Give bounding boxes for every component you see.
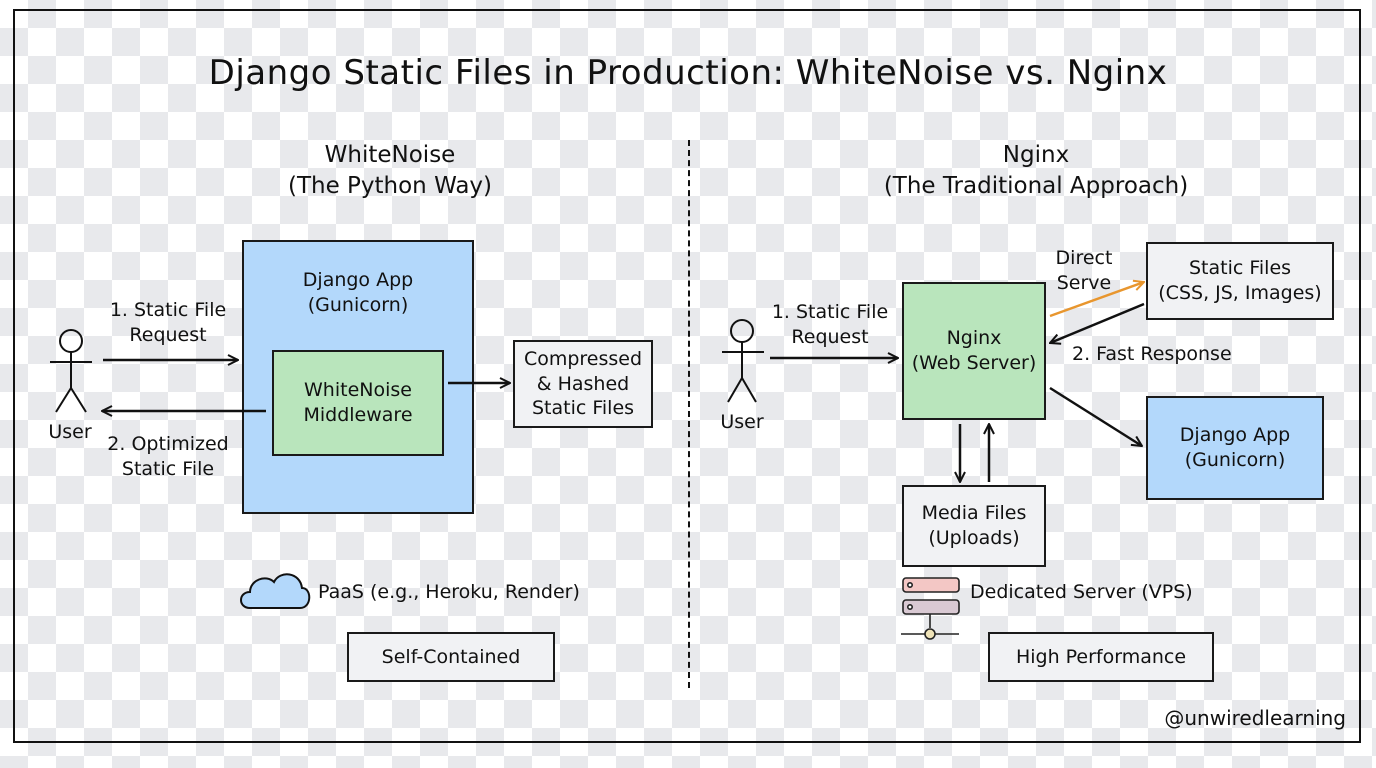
direct-serve-label: Direct Serve (1044, 246, 1124, 295)
right-user-label: User (720, 411, 764, 433)
left-response-label: 2. Optimized Static File (98, 432, 238, 481)
right-django-app-title: Django App (1179, 424, 1291, 447)
left-response-line2: Static File (121, 457, 215, 480)
left-user-label: User (48, 421, 92, 443)
middleware-title: WhiteNoise (304, 379, 412, 402)
left-heading-title: WhiteNoise (324, 142, 456, 168)
left-request-line1: 1. Static File (109, 299, 227, 321)
left-response-line1: 2. Optimized (107, 433, 229, 455)
paas-label: PaaS (e.g., Heroku, Render) (318, 581, 580, 603)
high-performance-text: High Performance (1015, 645, 1187, 668)
right-request-label: 1. Static File Request (760, 300, 900, 349)
right-django-app-subtitle: (Gunicorn) (1184, 449, 1286, 471)
direct-serve-line1: Direct (1055, 247, 1113, 269)
media-files-subtitle: (Uploads) (928, 527, 1020, 549)
media-files-title: Media Files (921, 502, 1027, 525)
nginx-web-server-box: Nginx (Web Server) (902, 282, 1046, 420)
right-request-line1: 1. Static File (771, 301, 889, 323)
right-heading-title: Nginx (1002, 142, 1070, 168)
fast-response-label: 2. Fast Response (1072, 343, 1232, 365)
compressed-static-files-box: Compressed & Hashed Static Files (513, 340, 653, 428)
nginx-title: Nginx (946, 327, 1002, 350)
diagram-title: Django Static Files in Production: White… (208, 53, 1168, 93)
left-heading-subtitle: (The Python Way) (287, 173, 493, 200)
vps-label: Dedicated Server (VPS) (970, 581, 1193, 603)
section-divider (688, 140, 690, 688)
static-files-title: Static Files (1188, 257, 1292, 280)
right-heading-subtitle: (The Traditional Approach) (883, 173, 1189, 200)
direct-serve-line2: Serve (1056, 271, 1112, 294)
watermark: @unwiredlearning (1164, 706, 1346, 730)
middleware-subtitle: Middleware (303, 404, 413, 426)
whitenoise-middleware-box: WhiteNoise Middleware (272, 350, 444, 456)
left-django-app-title: Django App (302, 269, 414, 291)
right-heading: Nginx (The Traditional Approach) (836, 140, 1236, 202)
static-files-line: Static Files (531, 397, 635, 420)
static-files-box: Static Files (CSS, JS, Images) (1146, 242, 1334, 320)
self-contained-badge: Self-Contained (347, 632, 555, 682)
right-request-line2: Request (791, 325, 869, 348)
media-files-box: Media Files (Uploads) (902, 485, 1046, 567)
left-request-label: 1. Static File Request (98, 298, 238, 347)
left-heading: WhiteNoise (The Python Way) (240, 140, 540, 202)
right-django-app-box: Django App (Gunicorn) (1146, 396, 1324, 500)
left-request-line2: Request (129, 323, 207, 346)
diagram-frame (13, 9, 1361, 743)
high-performance-badge: High Performance (988, 632, 1214, 682)
compressed-line: Compressed (523, 347, 643, 370)
self-contained-text: Self-Contained (381, 645, 521, 668)
static-files-subtitle: (CSS, JS, Images) (1158, 282, 1322, 304)
left-django-app-subtitle: (Gunicorn) (307, 293, 409, 316)
nginx-subtitle: (Web Server) (911, 352, 1037, 374)
hashed-line: & Hashed (536, 372, 630, 395)
